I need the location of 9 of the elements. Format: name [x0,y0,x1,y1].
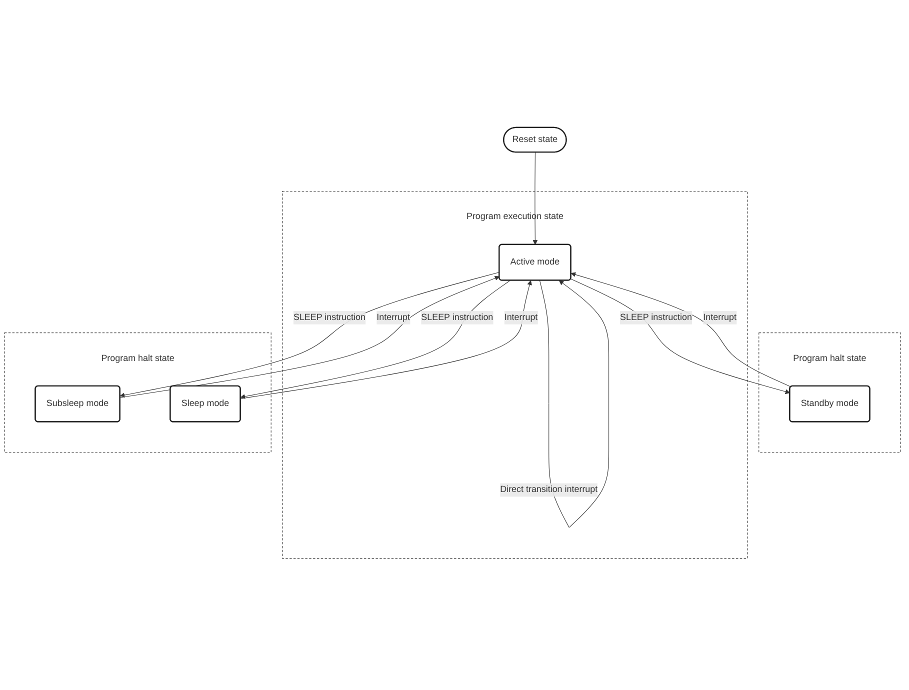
edge-label: Direct transition interrupt [500,485,598,495]
edge-label: SLEEP instruction [620,312,692,322]
edge-label: Interrupt [376,312,410,322]
edge-label: Interrupt [703,312,737,322]
edge-label: SLEEP instruction [293,312,366,322]
edge-label: SLEEP instruction [421,312,494,322]
edge-label: Interrupt [504,312,538,322]
arrow [539,280,610,528]
arrow [532,152,538,245]
